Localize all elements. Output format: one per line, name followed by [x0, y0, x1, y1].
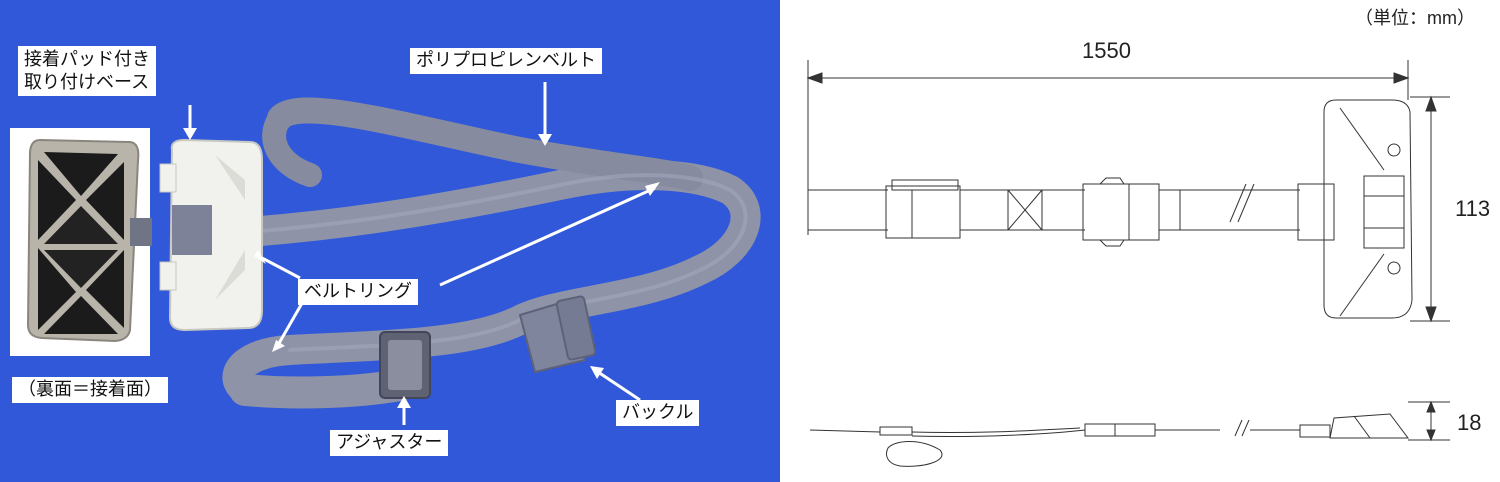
label-belt-ring: ベルトリング: [298, 279, 418, 305]
side-view: [809, 413, 1409, 467]
dimension-drawing: [780, 0, 1500, 482]
plan-view-belt: [808, 177, 1335, 247]
length-dimension-line: [806, 60, 1410, 235]
unit-label: （単位：mm）: [1355, 8, 1475, 28]
annotation-arrows: [183, 82, 660, 425]
adjuster-image: [379, 331, 431, 399]
label-back-side: （裏面＝接着面）: [12, 377, 168, 403]
plan-view-base: [1323, 99, 1413, 319]
back-side-inset: [10, 128, 152, 356]
label-mounting-base-line2: 取り付けベース: [24, 72, 150, 93]
buckle-image: [518, 295, 597, 374]
width-label: 113: [1455, 196, 1491, 221]
thickness-label: 18: [1457, 410, 1482, 435]
mounting-base-image: [159, 138, 263, 332]
width-dimension-line: [1410, 95, 1450, 323]
length-label: 1550: [1082, 38, 1131, 63]
label-mounting-base: 接着パッド付き 取り付けベース: [18, 46, 156, 96]
label-belt: ポリプロピレンベルト: [410, 48, 602, 74]
thickness-dimension-line: [1408, 400, 1450, 442]
label-adjuster: アジャスター: [330, 430, 449, 456]
label-mounting-base-line1: 接着パッド付き: [24, 49, 150, 70]
label-buckle: バックル: [616, 400, 700, 426]
